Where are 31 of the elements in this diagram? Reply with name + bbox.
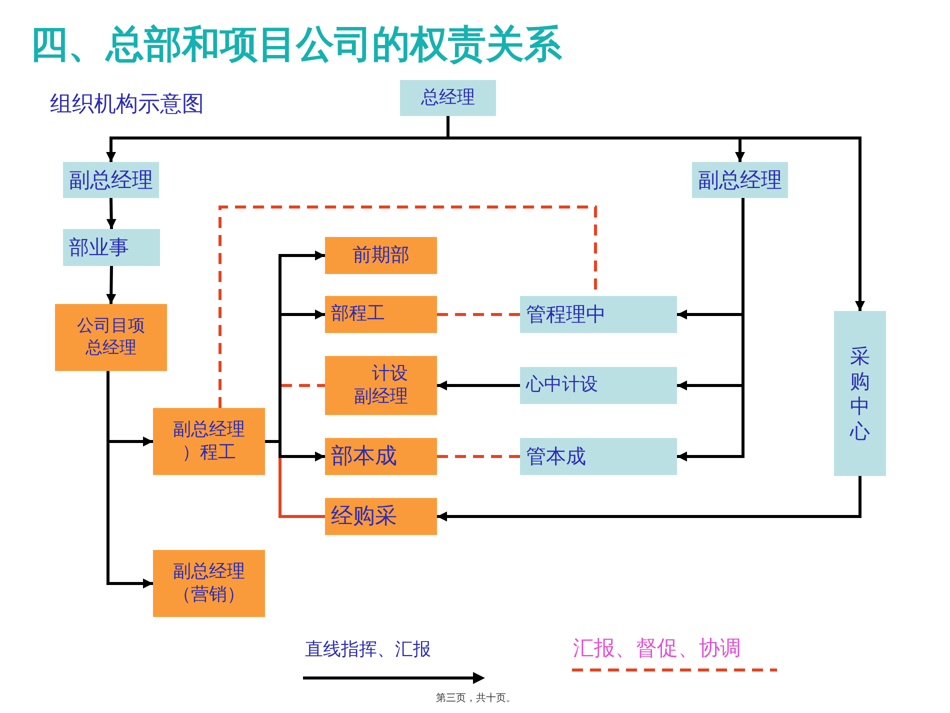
- dashed-line: [437, 455, 520, 458]
- arrow: [106, 198, 116, 230]
- arrow: [437, 380, 520, 390]
- org-box: 部程工: [325, 296, 437, 333]
- org-box: 心中计设: [520, 367, 677, 404]
- org-box: 总经理: [400, 80, 496, 116]
- diagram-subtitle: 组织机构示意图: [50, 92, 204, 118]
- org-box: 部本成: [325, 438, 437, 475]
- dashed-line: [218, 206, 597, 408]
- org-box: 副总经理（营销）: [153, 550, 265, 617]
- org-box: 副总经理）程工: [153, 408, 265, 475]
- arrow: [265, 440, 325, 462]
- org-box: 采购中心: [834, 311, 886, 476]
- org-box: 经购采: [325, 498, 437, 535]
- org-box: 副总经理: [63, 162, 159, 198]
- legend-label: 汇报、督促、协调: [573, 636, 741, 662]
- arrow: [677, 198, 744, 462]
- org-box: 管程理中: [520, 296, 677, 333]
- arrow: [106, 266, 116, 304]
- legend-label: 直线指挥、汇报: [305, 639, 431, 661]
- org-box: 前期部: [325, 237, 437, 274]
- arrow: [437, 476, 862, 522]
- org-box: 公司目项总经理: [55, 304, 167, 371]
- page-number: 第三页，共十页。: [436, 693, 516, 705]
- arrow: [106, 371, 153, 588]
- org-box: 管本成: [520, 438, 677, 475]
- page-title: 四、总部和项目公司的权责关系: [30, 22, 562, 68]
- org-box: 副总经理: [692, 162, 788, 198]
- dashed-line: [437, 313, 520, 316]
- org-box: 部业事: [63, 229, 160, 266]
- org-box: 计设副经理: [325, 356, 437, 415]
